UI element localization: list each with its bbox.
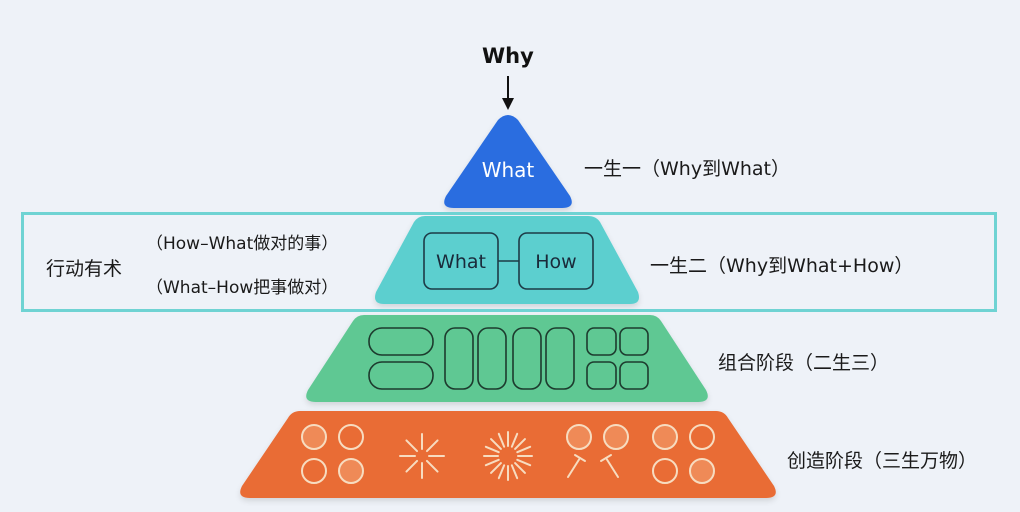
- tier-what-how-trapezoid: [375, 216, 639, 304]
- tier-what-triangle: [444, 115, 572, 208]
- tier-creation-side-label: 创造阶段（三生万物）: [787, 450, 978, 472]
- burst-ray: [490, 462, 502, 474]
- circle-icon: [338, 424, 364, 450]
- burst-ray: [490, 438, 502, 450]
- why-label: Why: [482, 44, 534, 68]
- arrow-down-icon: [502, 76, 514, 110]
- circle-icon: [652, 424, 678, 450]
- tier-creation-trapezoid: [240, 411, 776, 498]
- burst-ray: [405, 439, 419, 453]
- burst-ray: [514, 462, 526, 474]
- burst-ray: [405, 459, 419, 473]
- highlight-title: 行动有术: [46, 258, 123, 280]
- circle-icon: [689, 458, 715, 484]
- circle-icon: [566, 424, 592, 450]
- burst-ray: [497, 464, 506, 480]
- circle-icon: [603, 424, 629, 450]
- node-how-label: How: [535, 251, 576, 273]
- tier-what-label: What: [482, 158, 535, 182]
- circle-icon: [652, 458, 678, 484]
- node-what-label: What: [436, 251, 486, 273]
- highlight-box: [21, 212, 997, 312]
- tier-what-how-side-label: 一生二（Why到What+How）: [650, 255, 914, 277]
- hammer-line: [600, 454, 612, 462]
- circle-icon: [338, 458, 364, 484]
- burst-ray: [514, 438, 526, 450]
- burst-ray: [510, 432, 519, 448]
- hammer-line: [567, 457, 581, 478]
- burst-ray: [516, 458, 532, 467]
- node-how-box: [518, 232, 594, 290]
- hammer-line: [605, 457, 619, 478]
- tier-combination-trapezoid: [306, 315, 708, 402]
- highlight-line-2: （What–How把事做对）: [146, 278, 339, 298]
- tier-combination-side-label: 组合阶段（二生三）: [718, 352, 890, 374]
- creation-icons: [301, 424, 715, 484]
- burst-ray: [425, 439, 439, 453]
- burst-ray: [484, 445, 500, 454]
- burst-ray: [510, 464, 519, 480]
- circle-icon: [301, 458, 327, 484]
- highlight-line-1: （How–What做对的事）: [146, 234, 339, 254]
- burst-ray: [425, 459, 439, 473]
- tier-what-side-label: 一生一（Why到What）: [584, 158, 790, 180]
- burst-ray: [484, 458, 500, 467]
- burst-ray: [516, 445, 532, 454]
- hammer-line: [574, 454, 586, 462]
- burst-ray: [497, 432, 506, 448]
- circle-icon: [301, 424, 327, 450]
- circle-icon: [689, 424, 715, 450]
- combination-shapes-icon: [368, 327, 649, 390]
